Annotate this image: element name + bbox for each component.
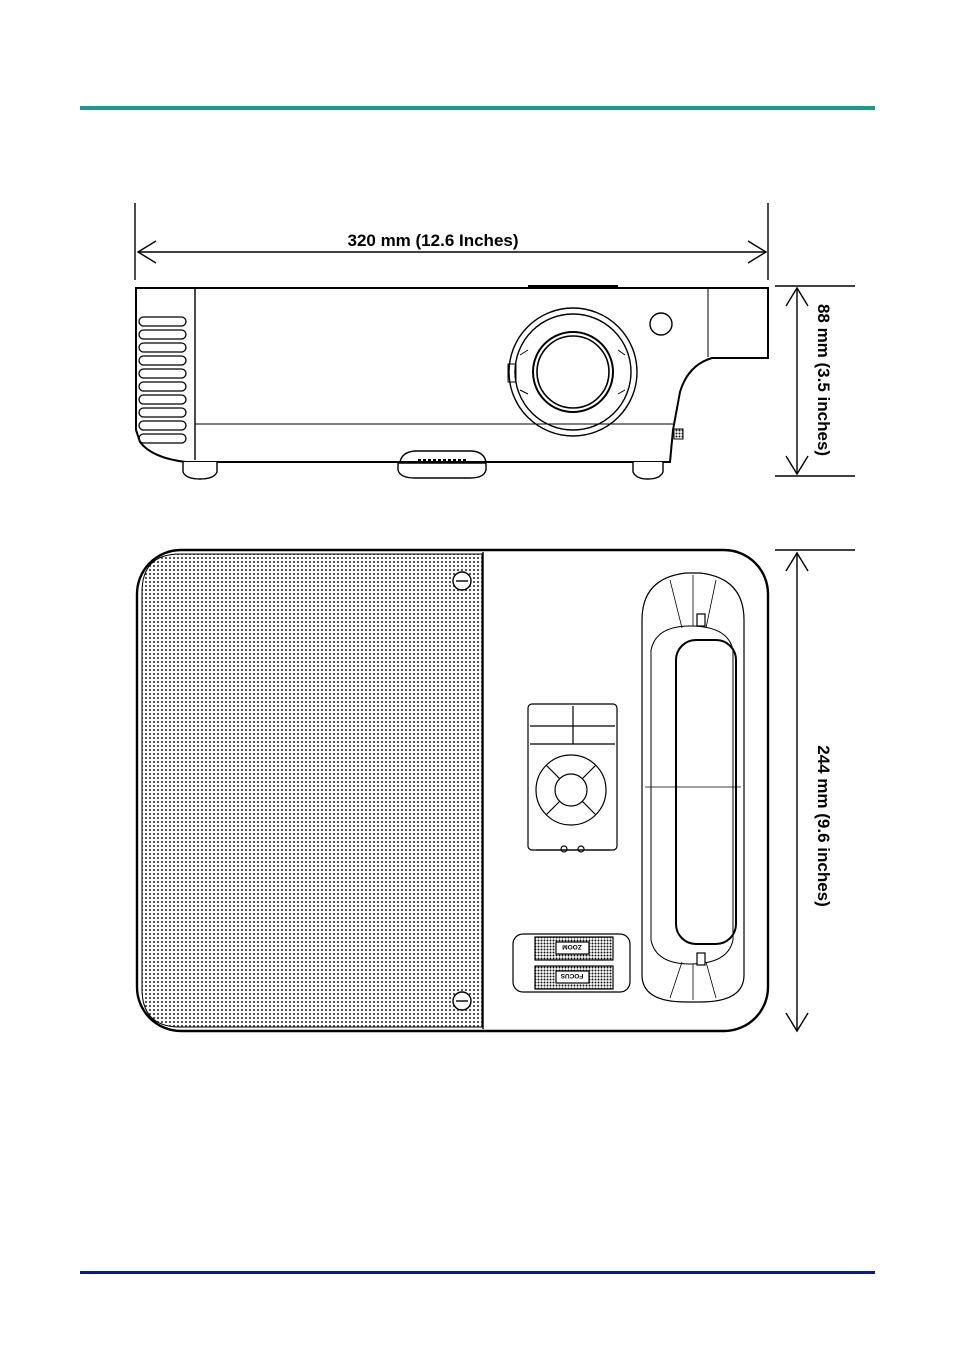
height-label: 88 mm (3.5 inches) bbox=[814, 304, 833, 456]
projector-body bbox=[136, 288, 768, 462]
zoom-label: ZOOM bbox=[562, 943, 582, 950]
focus-label: FOCUS bbox=[560, 972, 583, 979]
screw-bottom bbox=[453, 992, 471, 1010]
depth-label: 244 mm (9.6 inches) bbox=[814, 745, 833, 907]
screw-top bbox=[453, 572, 471, 590]
side-port bbox=[674, 429, 683, 439]
top-view: ZOOM FOCUS bbox=[137, 550, 768, 1031]
zoom-focus-controls bbox=[513, 934, 630, 992]
front-view bbox=[136, 286, 768, 479]
front-right-foot bbox=[633, 462, 663, 479]
front-left-foot bbox=[183, 462, 217, 479]
width-label: 320 mm (12.6 Inches) bbox=[347, 231, 518, 250]
elevator-foot bbox=[398, 463, 486, 478]
top-grille bbox=[142, 554, 482, 1027]
